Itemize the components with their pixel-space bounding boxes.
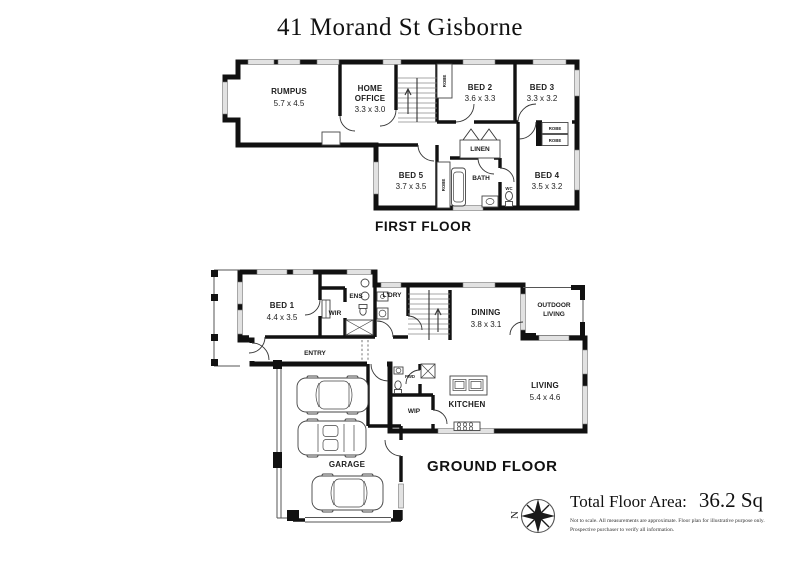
ground-floor-stairs	[408, 290, 450, 340]
robe-label-bed5: ROBE	[441, 179, 446, 192]
room-dims-bed4: 3.5 x 3.2	[532, 182, 563, 191]
disclaimer-line-1: Not to scale. All measurements are appro…	[570, 518, 765, 524]
dishwasher	[468, 379, 484, 391]
robe-stairs	[436, 63, 453, 99]
room-label-home-office-1: HOME	[358, 84, 383, 93]
room-label-ldry: L'DRY	[383, 292, 403, 299]
compass-star	[521, 499, 555, 533]
compass-north-letter: N	[509, 511, 521, 519]
room-label-bed5: BED 5	[399, 171, 424, 180]
robe-label-bed4: ROBE	[549, 138, 562, 143]
garage-door-line	[305, 517, 391, 523]
robe-label-stairs: ROBE	[442, 75, 447, 88]
car-3	[311, 473, 384, 513]
room-label-bath: BATH	[472, 175, 490, 182]
kitchen-island	[449, 375, 488, 396]
front-door	[251, 342, 270, 361]
porch-pillar	[211, 334, 218, 341]
garage-cars	[296, 375, 384, 513]
room-label-wc: WC	[505, 186, 512, 191]
room-label-ens: ENS	[349, 293, 363, 300]
total-floor-area: Total Floor Area: 36.2 Sq	[570, 488, 763, 513]
first-floor-plan: RUMPUS 5.7 x 4.5 HOME OFFICE 3.3 x 3.0 B…	[222, 59, 580, 234]
bathtub	[451, 167, 466, 207]
pwd-basin	[393, 366, 404, 375]
room-label-dining: DINING	[471, 308, 500, 317]
room-dims-bed2: 3.6 x 3.3	[465, 94, 496, 103]
room-label-bed2: BED 2	[468, 83, 493, 92]
room-label-bed1: BED 1	[270, 301, 295, 310]
room-label-kitchen: KITCHEN	[449, 400, 486, 409]
linen-cupboard	[459, 139, 501, 159]
room-label-garage: GARAGE	[329, 460, 366, 469]
car-1	[296, 375, 369, 415]
ground-floor-title: GROUND FLOOR	[427, 458, 558, 475]
room-label-bed4: BED 4	[535, 171, 560, 180]
first-floor-room-labels: RUMPUS 5.7 x 4.5 HOME OFFICE 3.3 x 3.0 B…	[271, 75, 563, 234]
robe-label-bed3: ROBE	[549, 126, 562, 131]
room-dims-bed1: 4.4 x 3.5	[267, 313, 298, 322]
compass-rose: N	[509, 498, 556, 534]
room-label-home-office-2: OFFICE	[355, 94, 386, 103]
first-floor-stairs	[398, 77, 437, 123]
disclaimer-line-2: Prospective purchaser to verify all info…	[570, 526, 675, 533]
robe-bed5	[436, 161, 451, 209]
first-floor-windows	[222, 59, 580, 211]
ground-floor-fixtures	[321, 278, 488, 431]
room-label-bed3: BED 3	[530, 83, 555, 92]
disclaimer: Not to scale. All measurements are appro…	[570, 517, 796, 535]
office-closet	[321, 131, 341, 146]
first-floor-title: FIRST FLOOR	[375, 219, 472, 234]
room-dims-dining: 3.8 x 3.1	[471, 320, 502, 329]
porch-pillar	[211, 270, 218, 277]
robe-bed4	[541, 134, 569, 146]
room-dims-home-office: 3.3 x 3.0	[355, 105, 386, 114]
ens-basin	[360, 278, 370, 288]
first-floor-fixtures	[436, 63, 569, 209]
garage-side-door	[384, 439, 402, 457]
room-label-pwd: PWD	[405, 374, 415, 379]
ground-floor-plan: BED 1 4.4 x 3.5 WIR ENS L'DRY DINING 3.8…	[211, 269, 588, 523]
linen-bifold-door	[462, 128, 498, 141]
ens-basin	[360, 291, 370, 301]
robe-bed3	[541, 122, 569, 134]
wc-toilet	[505, 191, 513, 201]
room-label-wir: WIR	[329, 310, 342, 317]
room-label-outdoor-living-2: LIVING	[543, 311, 565, 318]
room-dims-bed5: 3.7 x 3.5	[396, 182, 427, 191]
stairs-up-arrow	[434, 307, 442, 332]
room-dims-living: 5.4 x 4.6	[530, 393, 561, 402]
room-label-living: LIVING	[531, 381, 559, 390]
kitchen-sink	[452, 379, 467, 391]
porch-pillar	[211, 294, 218, 301]
room-label-wip: WIP	[408, 408, 421, 415]
ground-floor-doors	[248, 299, 524, 457]
room-dims-bed3: 3.3 x 3.2	[527, 94, 558, 103]
first-floor-doors	[339, 103, 537, 183]
porch	[211, 269, 240, 367]
pwd-toilet	[394, 380, 402, 390]
room-label-outdoor-living-1: OUTDOOR	[537, 302, 571, 309]
ground-floor-room-labels: BED 1 4.4 x 3.5 WIR ENS L'DRY DINING 3.8…	[267, 292, 571, 475]
page-title: 41 Morand St Gisborne	[277, 14, 523, 41]
room-label-entry: ENTRY	[304, 350, 326, 357]
room-label-linen: LINEN	[470, 146, 490, 153]
room-dims-rumpus: 5.7 x 4.5	[274, 99, 305, 108]
ground-floor-windows	[237, 269, 588, 509]
total-area-value: 36.2 Sq	[698, 488, 764, 512]
room-label-rumpus: RUMPUS	[271, 87, 307, 96]
washing-machine	[376, 307, 389, 320]
bath-vanity	[481, 195, 499, 208]
cooktop	[453, 421, 481, 431]
car-2-convertible	[297, 418, 367, 458]
porch-pillar	[211, 359, 218, 366]
laundry-trough	[376, 291, 389, 302]
total-area-label: Total Floor Area:	[570, 492, 687, 511]
stairs-up-arrow	[404, 87, 412, 114]
